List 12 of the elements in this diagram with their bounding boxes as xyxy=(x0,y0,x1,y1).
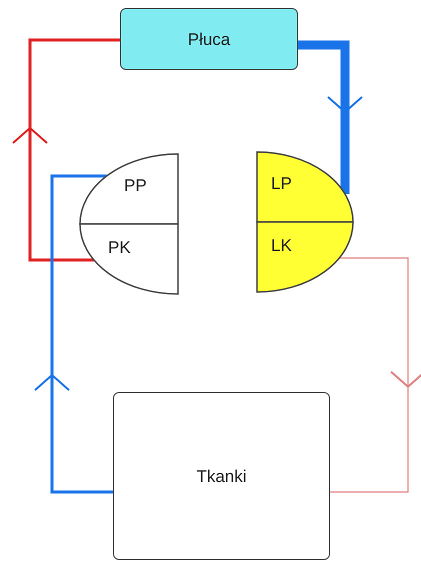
heart-chamber xyxy=(257,222,353,292)
heart-chamber xyxy=(257,152,353,222)
node-label: Tkanki xyxy=(195,467,248,487)
heart-chamber xyxy=(80,224,178,294)
node-label: PK xyxy=(108,238,131,258)
node-label: PP xyxy=(124,176,147,196)
node-label: Płuca xyxy=(186,30,232,50)
organ-box xyxy=(120,8,298,70)
heart-chamber xyxy=(80,154,178,224)
node-label: LK xyxy=(271,236,292,256)
organ-box xyxy=(113,392,330,560)
node-label: LP xyxy=(271,174,292,194)
